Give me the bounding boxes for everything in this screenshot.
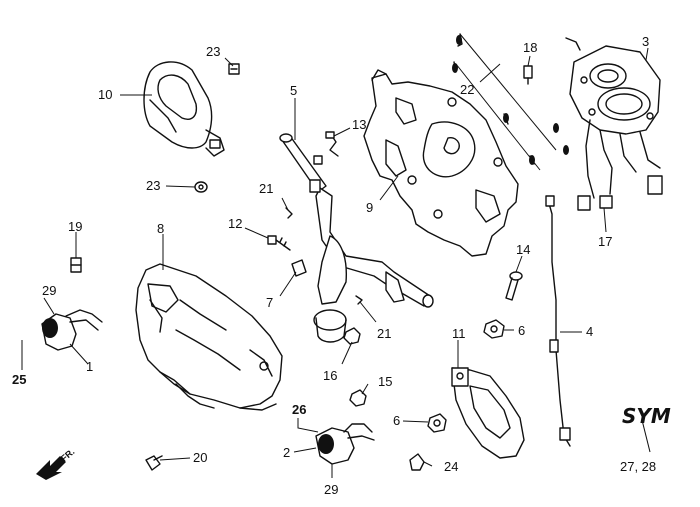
bulb-18 <box>523 65 533 85</box>
clip-21-a <box>285 207 293 219</box>
label-12: 12 <box>228 216 242 231</box>
label-24: 24 <box>444 459 458 474</box>
nut-16 <box>343 327 361 345</box>
svg-text:SYM: SYM <box>622 404 671 428</box>
label-26: 26 <box>292 402 306 417</box>
leader-lines <box>21 33 651 478</box>
label-27-28: 27, 28 <box>620 459 656 474</box>
inner-cover <box>135 263 283 411</box>
speedometer-cable <box>545 195 571 447</box>
screw-20 <box>145 455 163 471</box>
label-21a: 21 <box>259 181 273 196</box>
nut-7 <box>291 259 307 277</box>
handlebar <box>279 133 434 343</box>
label-23b: 23 <box>146 178 160 193</box>
label-16: 16 <box>323 368 337 383</box>
rear-handle-cover <box>363 69 519 257</box>
label-21b: 21 <box>377 326 391 341</box>
nut-6-a <box>483 319 505 339</box>
label-13: 13 <box>352 117 366 132</box>
bolt-12 <box>267 235 291 251</box>
label-1: 1 <box>86 359 93 374</box>
nut-15 <box>349 389 367 407</box>
switch-right <box>315 423 375 465</box>
label-19: 19 <box>68 219 82 234</box>
bolt-14 <box>505 271 523 301</box>
label-18: 18 <box>523 40 537 55</box>
label-17: 17 <box>598 234 612 249</box>
label-5: 5 <box>290 83 297 98</box>
label-14: 14 <box>516 242 530 257</box>
nut-6-b <box>427 413 447 433</box>
connector-19 <box>70 257 82 273</box>
label-9: 9 <box>366 200 373 215</box>
label-25: 25 <box>12 372 26 387</box>
clip-21-b <box>355 295 363 305</box>
label-7: 7 <box>266 295 273 310</box>
arrow-icon <box>36 456 66 480</box>
label-23a: 23 <box>206 44 220 59</box>
label-3: 3 <box>642 34 649 49</box>
label-11: 11 <box>452 326 466 341</box>
part-number-labels: 1 2 3 4 5 6 6 7 8 9 10 11 12 13 14 15 16… <box>12 34 656 497</box>
front-direction-marker: FR. <box>36 447 76 480</box>
label-6b: 6 <box>393 413 400 428</box>
screw-23-top <box>228 63 240 75</box>
label-10: 10 <box>98 87 112 102</box>
label-29a: 29 <box>42 283 56 298</box>
label-22: 22 <box>460 82 474 97</box>
brand-logo: SYM <box>622 404 671 428</box>
label-15: 15 <box>378 374 392 389</box>
handle-cover-front <box>143 61 225 157</box>
label-6a: 6 <box>518 323 525 338</box>
clip-24 <box>409 453 425 471</box>
meter-assembly <box>565 37 663 211</box>
label-4: 4 <box>586 324 593 339</box>
label-8: 8 <box>157 221 164 236</box>
clip-13 <box>325 131 339 157</box>
nut-23-mid <box>194 181 208 193</box>
switch-left <box>41 309 103 351</box>
handle-cover-rear-right <box>451 367 525 459</box>
label-20: 20 <box>193 450 207 465</box>
label-2: 2 <box>283 445 290 460</box>
label-29b: 29 <box>324 482 338 497</box>
